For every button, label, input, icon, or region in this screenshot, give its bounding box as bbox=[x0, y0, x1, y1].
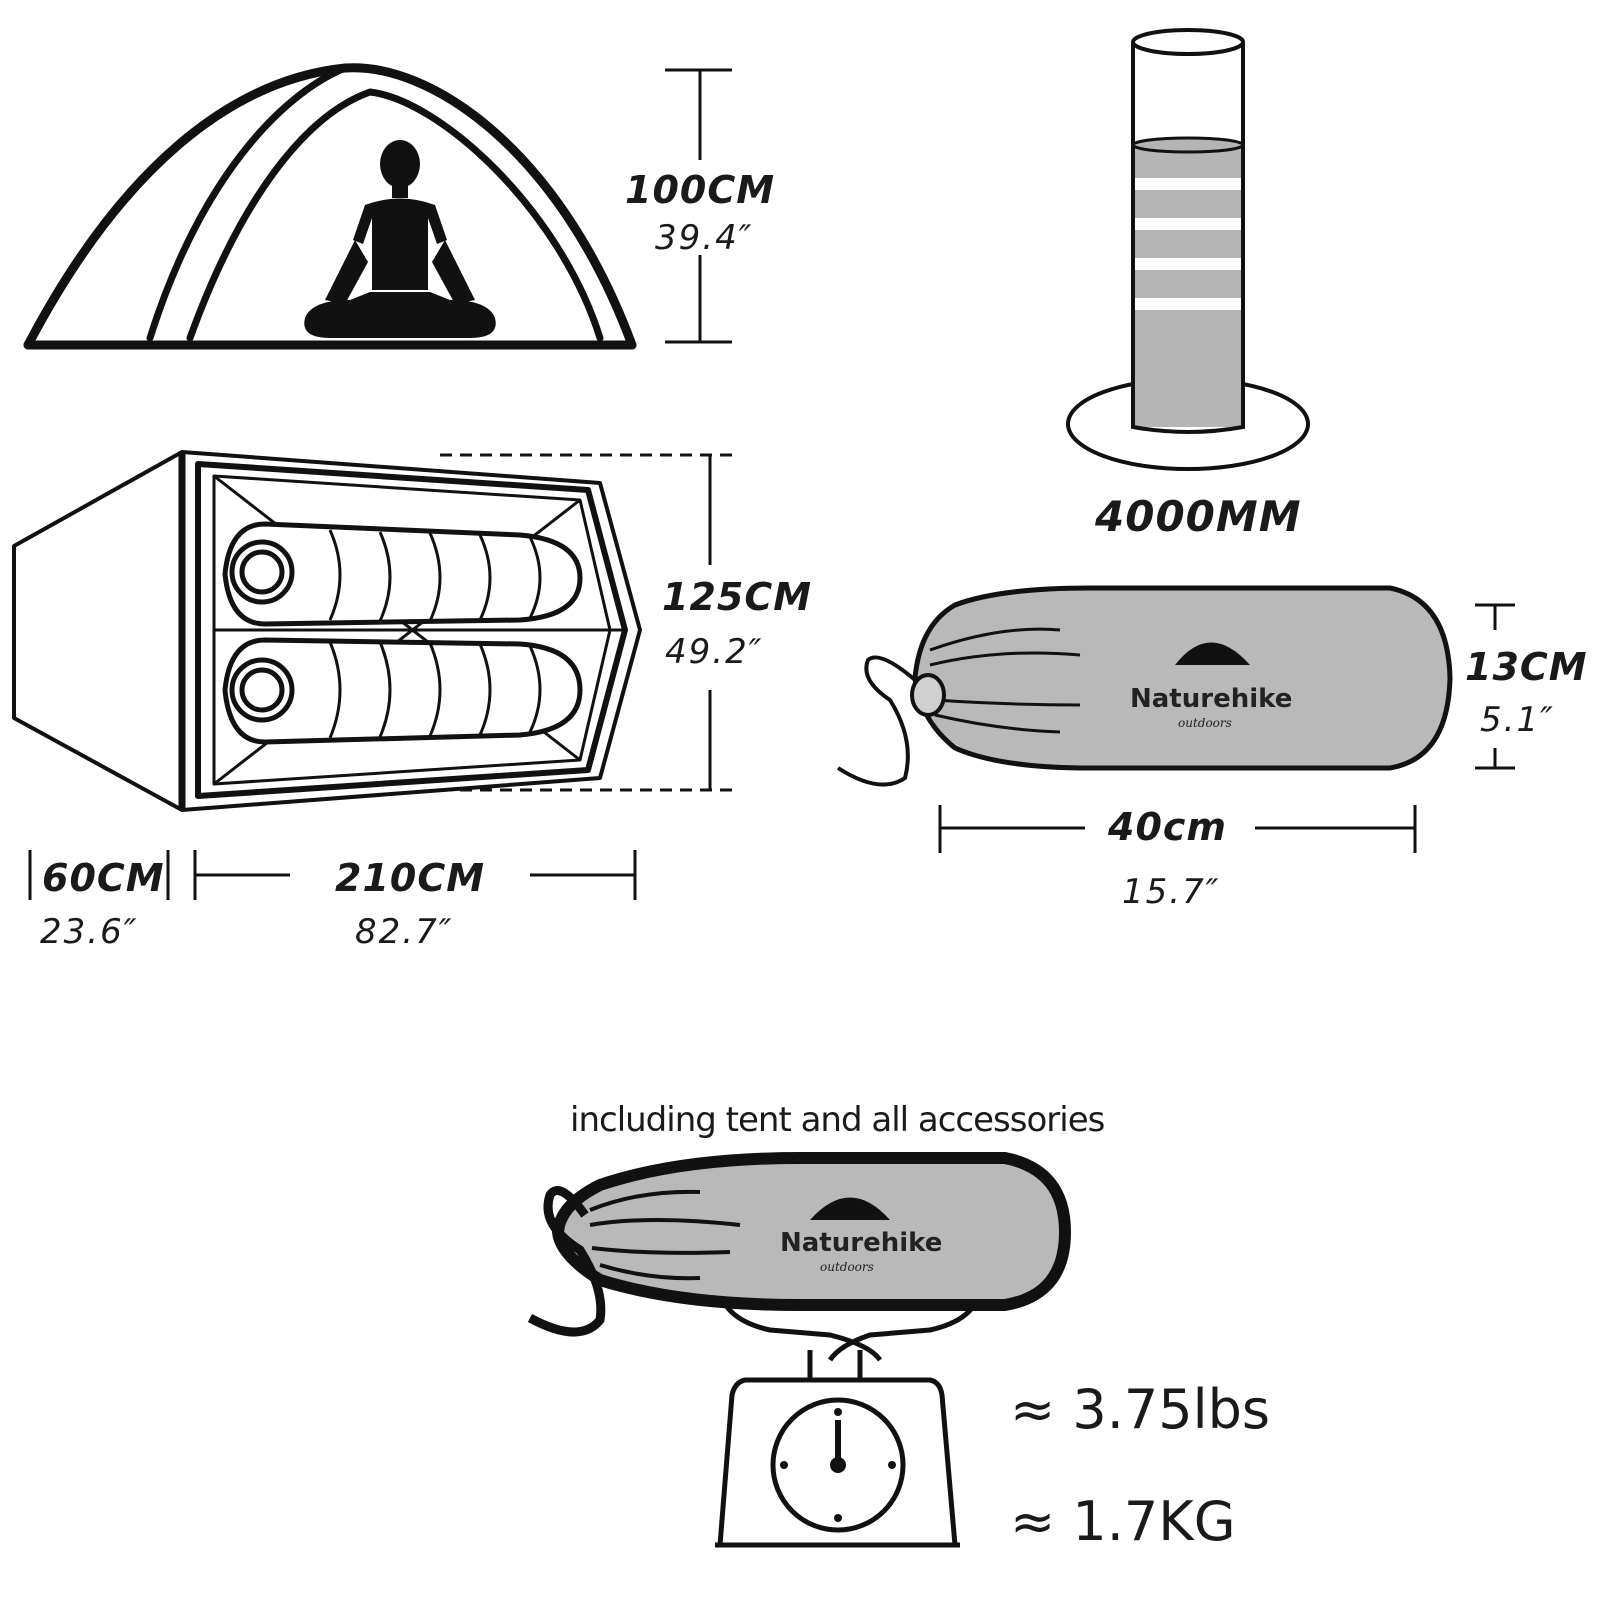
scale-icon bbox=[715, 1289, 983, 1548]
brand-tagline-on-scale: outdoors bbox=[820, 1260, 874, 1274]
length-dimension-line bbox=[28, 850, 637, 900]
packed-diameter-inch: 5.1″ bbox=[1480, 700, 1555, 740]
person-icon bbox=[304, 140, 496, 338]
vestibule-length-cm: 60CM bbox=[42, 856, 165, 900]
weight-lbs: ≈ 3.75lbs bbox=[1010, 1378, 1271, 1441]
tent-length-inch: 82.7″ bbox=[355, 912, 454, 952]
tent-height-inch: 39.4″ bbox=[655, 218, 754, 258]
vestibule-length-inch: 23.6″ bbox=[40, 912, 139, 952]
waterproof-rating: 4000MM bbox=[1095, 492, 1302, 541]
water-column-icon bbox=[1066, 28, 1310, 471]
packed-dimension-line bbox=[938, 603, 1515, 853]
weight-caption: including tent and all accessories bbox=[570, 1100, 1105, 1140]
packed-diameter-cm: 13CM bbox=[1465, 645, 1588, 689]
tent-width-inch: 49.2″ bbox=[665, 632, 764, 672]
sleeping-bag-icon bbox=[222, 521, 583, 745]
tent-side-icon bbox=[23, 63, 637, 350]
brand-logo-on-scale: Naturehike bbox=[780, 1228, 943, 1258]
tent-width-cm: 125CM bbox=[662, 575, 813, 619]
brand-tagline: outdoors bbox=[1178, 716, 1232, 730]
stuff-sack-icon bbox=[836, 585, 1453, 787]
tent-top-icon bbox=[12, 450, 642, 812]
stuff-sack-on-scale-icon bbox=[527, 1152, 1072, 1337]
tent-height-cm: 100CM bbox=[625, 168, 776, 212]
packed-length-cm: 40cm bbox=[1108, 805, 1228, 849]
packed-length-inch: 15.7″ bbox=[1122, 872, 1221, 912]
width-dimension-line bbox=[440, 453, 740, 792]
height-dimension-line bbox=[665, 68, 732, 344]
tent-length-cm: 210CM bbox=[335, 856, 486, 900]
brand-logo: Naturehike bbox=[1130, 684, 1293, 714]
weight-kg: ≈ 1.7KG bbox=[1010, 1490, 1236, 1553]
